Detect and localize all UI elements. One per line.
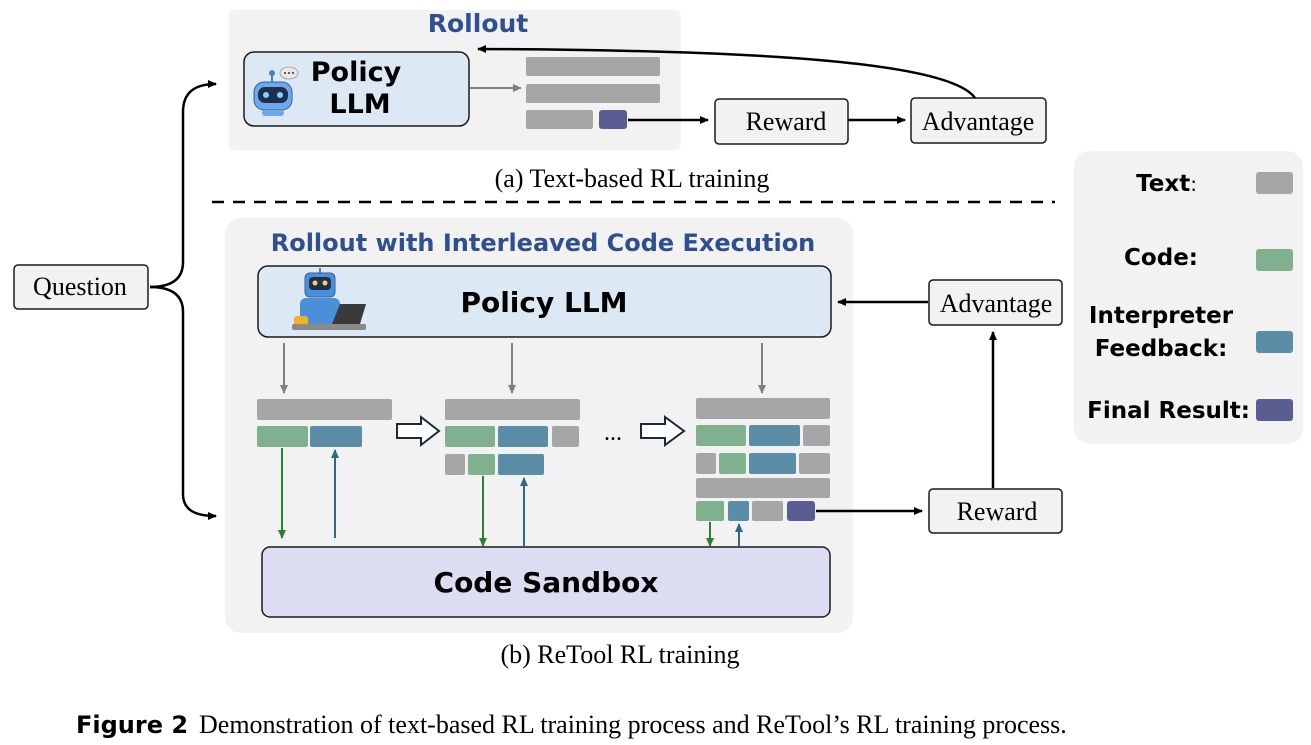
legend-interpreter-label-line2: Feedback: — [1095, 336, 1228, 362]
panel-a-advantage-label: Advantage — [922, 107, 1035, 136]
code-token-block — [468, 454, 495, 475]
text-token-block — [526, 84, 660, 103]
panel-a-output-sequence — [526, 57, 660, 129]
question-label: Question — [33, 272, 127, 301]
text-token-block — [696, 478, 830, 498]
text-token-block — [803, 425, 830, 446]
legend-background — [1074, 151, 1303, 444]
code-sandbox-label: Code Sandbox — [434, 566, 659, 599]
panel-b-reward-label: Reward — [957, 497, 1038, 526]
panel-b-header: Rollout with Interleaved Code Execution — [271, 229, 816, 257]
text-token-block — [799, 453, 830, 474]
text-token-block — [445, 454, 465, 475]
legend-code-label: Code: — [1124, 245, 1198, 271]
question-branch-bracket — [149, 80, 217, 289]
legend-interpreter-label-line1: Interpreter — [1089, 303, 1234, 329]
panel-a-policy-label-line1: Policy — [311, 57, 402, 88]
legend-code-swatch — [1256, 249, 1293, 271]
panel-b-advantage-label: Advantage — [940, 289, 1053, 318]
text-token-block — [526, 110, 593, 129]
panel-b-caption: (b) ReTool RL training — [500, 640, 739, 669]
text-token-block — [696, 398, 830, 419]
code-token-block — [696, 425, 746, 446]
final-result-block — [599, 110, 627, 129]
panel-a-caption: (a) Text-based RL training — [495, 164, 770, 193]
feedback-token-block — [728, 501, 749, 521]
hollow-step-arrow — [640, 415, 686, 447]
text-token-block — [445, 399, 580, 420]
legend-feedback-swatch — [1256, 331, 1293, 353]
rollout-sequence-2 — [445, 399, 580, 475]
feedback-token-block — [749, 425, 800, 446]
legend-final-result-label: Final Result: — [1087, 398, 1250, 424]
feedback-token-block — [498, 454, 544, 475]
rollout-sequence-3 — [696, 398, 830, 521]
ellipsis-label: ... — [604, 420, 622, 446]
panel-a-policy-label-line2: LLM — [329, 89, 390, 120]
text-token-block — [752, 501, 783, 521]
figure-caption-label: Figure 2 — [76, 711, 188, 739]
panel-a-policy-box — [243, 51, 470, 127]
final-result-block — [787, 501, 815, 521]
feedback-token-block — [498, 426, 548, 447]
panel-a-advantage-feedback-arrow — [477, 45, 977, 99]
legend: Text: Code: Interpreter Feedback: Final … — [1074, 151, 1303, 444]
text-token-block — [526, 57, 660, 76]
panel-a-header: Rollout — [428, 9, 529, 38]
feedback-token-block — [310, 426, 362, 447]
code-token-block — [696, 501, 724, 521]
question-box — [13, 264, 149, 310]
question-branch-bracket — [149, 285, 217, 520]
panel-a-reward-label: Reward — [746, 107, 827, 136]
code-token-block — [445, 426, 495, 447]
panel-b-policy-box — [257, 265, 832, 338]
code-token-block — [257, 426, 308, 447]
hollow-step-arrow — [396, 414, 441, 448]
panel-a-reward-box — [714, 98, 849, 145]
legend-final-swatch — [1256, 399, 1293, 421]
text-token-block — [257, 399, 392, 420]
figure-caption-text: Demonstration of text-based RL training … — [199, 710, 1067, 739]
text-token-block — [552, 426, 579, 447]
rollout-sequence-1 — [257, 399, 392, 447]
text-token-block — [696, 453, 716, 474]
panel-b-policy-label: Policy LLM — [460, 286, 627, 319]
code-sandbox-box — [261, 546, 831, 618]
code-token-block — [719, 453, 746, 474]
panel-b-reward-box — [928, 488, 1063, 534]
legend-text-label: Text: — [1136, 171, 1197, 197]
panel-a-advantage-box — [910, 97, 1047, 144]
robot-laptop-icon — [292, 268, 366, 330]
feedback-token-block — [749, 453, 796, 474]
panel-b-advantage-box — [928, 279, 1063, 326]
robot-icon — [253, 66, 299, 116]
legend-text-swatch — [1256, 172, 1293, 194]
